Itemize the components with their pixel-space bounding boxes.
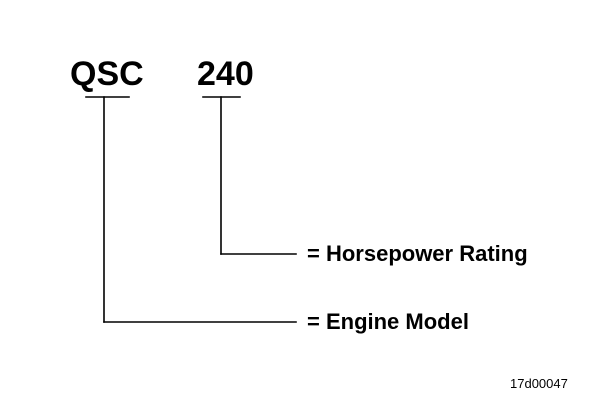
horsepower-rating-code: 240 — [197, 55, 254, 93]
horsepower-rating-label: = Horsepower Rating — [307, 241, 528, 266]
engine-model-code: QSC — [70, 55, 144, 93]
figure-id: 17d00047 — [510, 376, 568, 391]
engine-model-label: = Engine Model — [307, 309, 469, 334]
